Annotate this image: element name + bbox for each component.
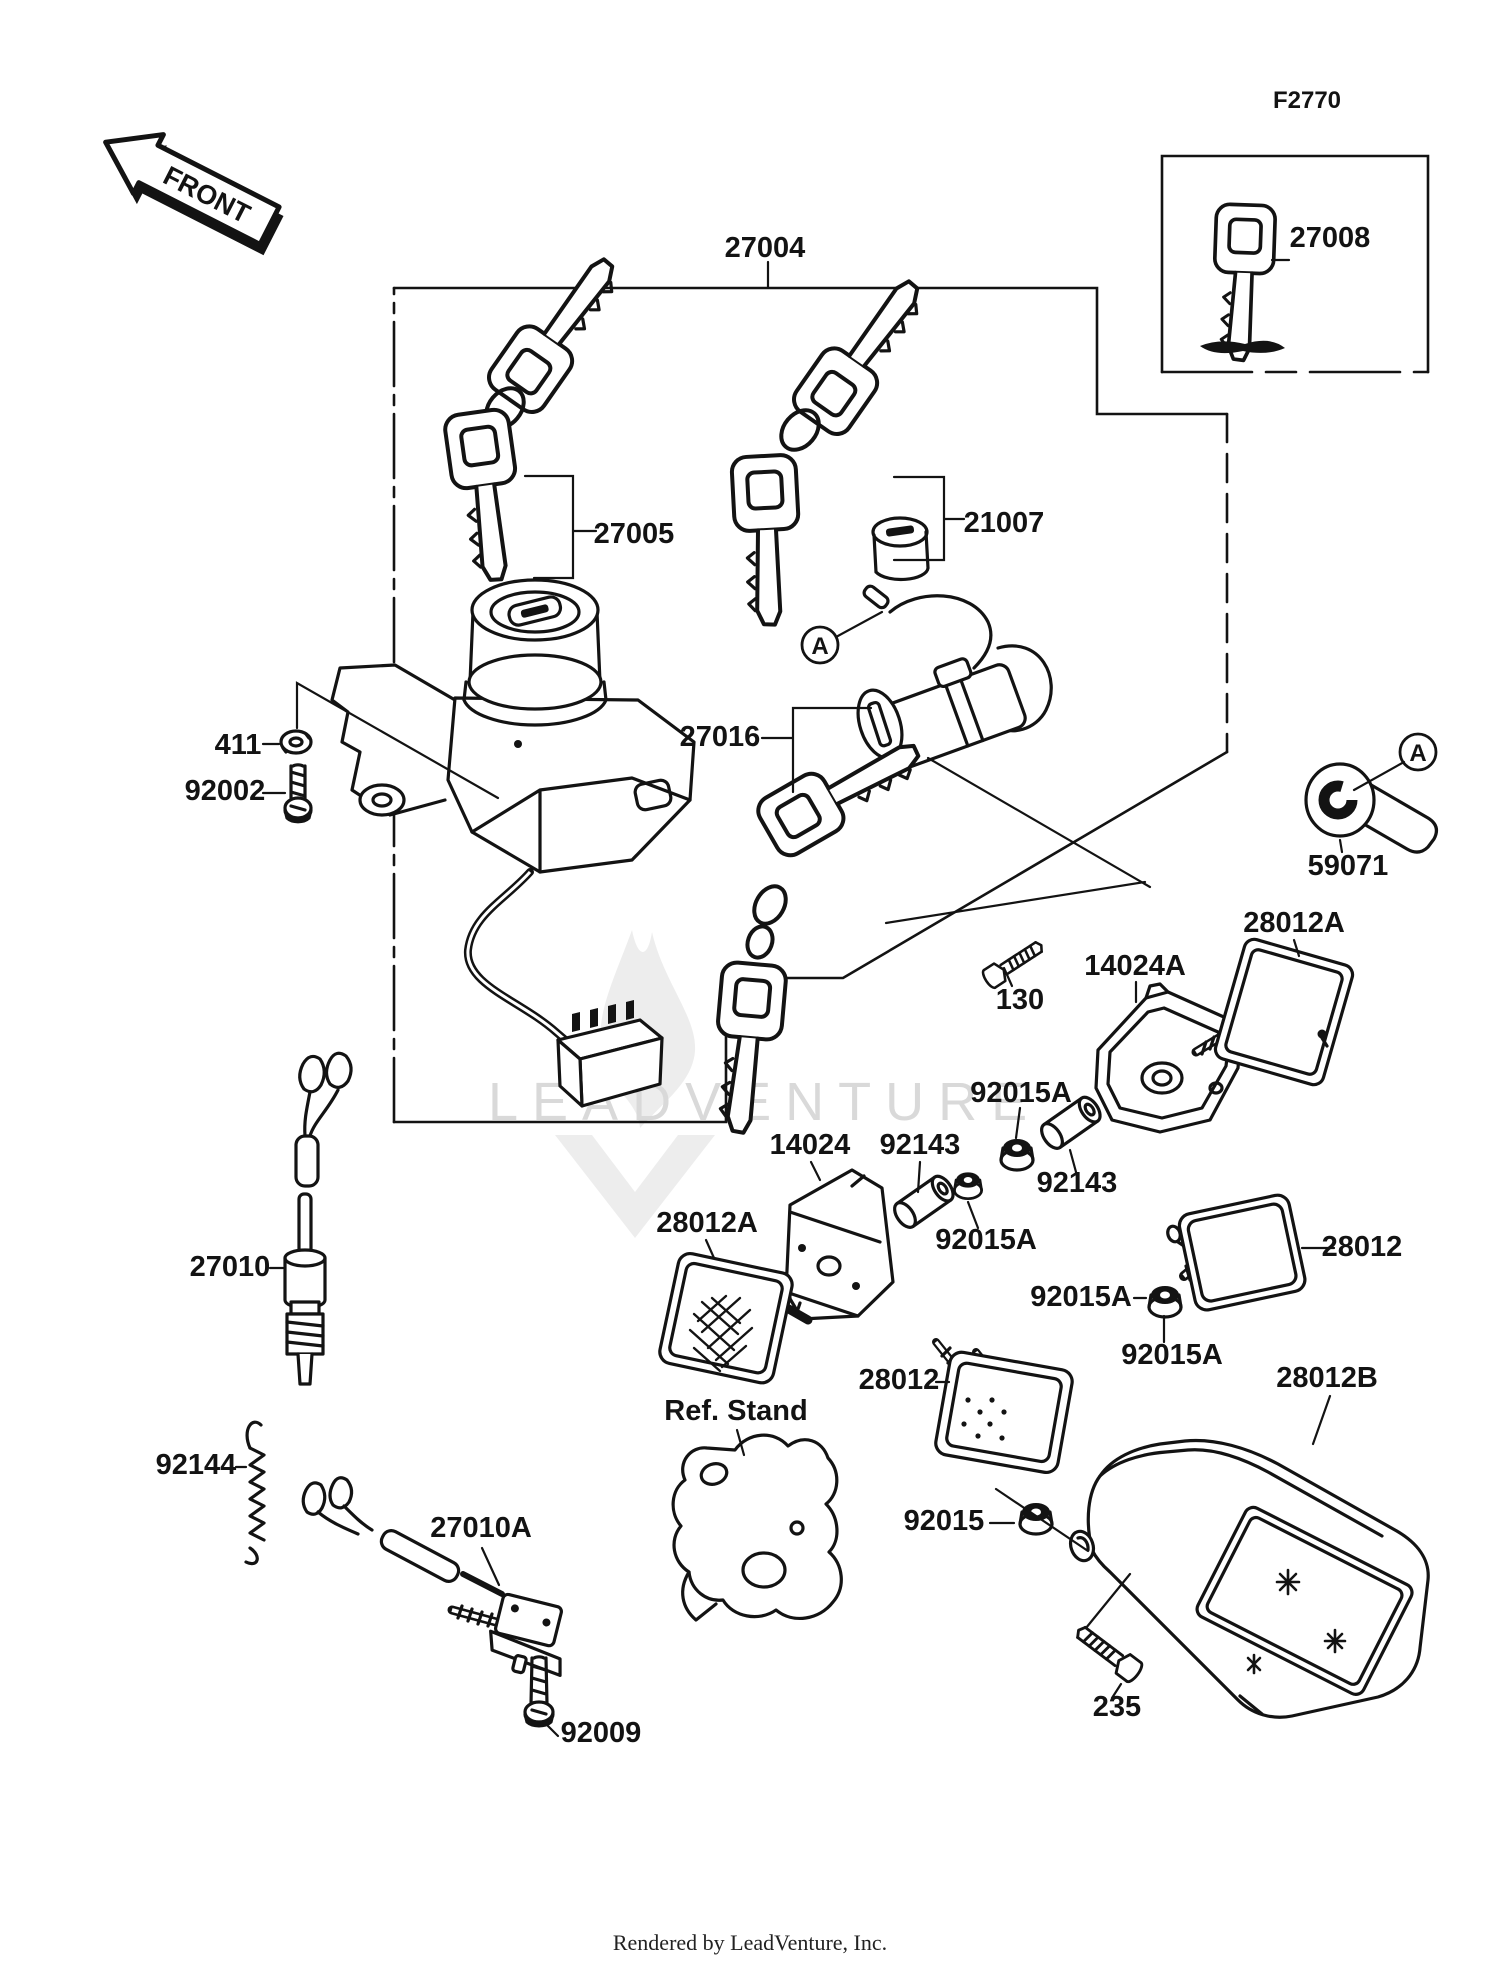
part-label-27010a: 27010A — [430, 1512, 532, 1544]
reflector-28012-right — [1166, 1193, 1307, 1312]
part-label-59071: 59071 — [1308, 850, 1389, 882]
ignition-switch-27005 — [330, 578, 696, 1108]
marker-a-left: A — [800, 625, 840, 665]
part-label-28012b: 28012B — [1276, 1362, 1378, 1394]
bolt-130 — [979, 935, 1049, 991]
switch-27010 — [283, 1051, 353, 1386]
reflector-28012a-right — [1191, 937, 1355, 1087]
spacer-92143-left — [888, 1170, 959, 1233]
ref-stand-bracket — [671, 1433, 843, 1622]
part-label-235: 235 — [1093, 1691, 1141, 1723]
ignition-key-set — [441, 240, 635, 587]
lock-cap-21007 — [871, 516, 930, 582]
nut-92015a-3 — [1147, 1284, 1183, 1319]
part-label-14024a: 14024A — [1084, 950, 1186, 982]
key-box-27008-outline — [1160, 154, 1430, 374]
part-label-92015a-4: 92015A — [1121, 1339, 1223, 1371]
bracket-14024 — [784, 1168, 895, 1321]
part-label-21007: 21007 — [964, 507, 1045, 539]
part-label-92143-right: 92143 — [1037, 1167, 1118, 1199]
nut-92015a-2 — [953, 1170, 983, 1201]
helmet-lock-key-set — [731, 262, 940, 627]
part-label-92015: 92015 — [904, 1505, 985, 1537]
key-blank-27008 — [1200, 202, 1285, 364]
spring-92144 — [244, 1420, 266, 1566]
reflector-28012-middle — [932, 1338, 1074, 1475]
part-label-92002: 92002 — [185, 775, 266, 807]
part-label-27016: 27016 — [680, 721, 761, 753]
svg-text:A: A — [811, 633, 828, 660]
part-label-28012a-right: 28012A — [1243, 907, 1345, 939]
reflector-28012a-left — [658, 1252, 813, 1385]
washer-411 — [279, 729, 313, 755]
part-label-28012-mid: 28012 — [859, 1364, 940, 1396]
part-label-92009: 92009 — [561, 1717, 642, 1749]
part-label-411: 411 — [215, 729, 262, 761]
switch-27010a — [301, 1476, 563, 1677]
part-label-27010: 27010 — [190, 1251, 271, 1283]
part-labels: 27004 27008 27005 21007 27016 411 92002 … — [156, 222, 1403, 1749]
part-label-ref-stand: Ref. Stand — [664, 1395, 807, 1427]
part-label-14024: 14024 — [770, 1129, 851, 1161]
bracket-14024a — [1094, 982, 1242, 1134]
leader-lines — [234, 258, 1406, 1738]
spare-key-set — [706, 718, 934, 1138]
screw-92009 — [523, 1655, 555, 1728]
part-label-92143-left: 92143 — [880, 1129, 961, 1161]
part-label-92015a-2: 92015A — [935, 1224, 1037, 1256]
front-arrow: FRONT — [103, 132, 284, 256]
screw-92002 — [283, 763, 313, 824]
part-label-92144: 92144 — [156, 1449, 237, 1481]
bolt-235 — [1070, 1619, 1146, 1686]
part-label-92015a-1: 92015A — [970, 1077, 1072, 1109]
marker-a-right: A — [1398, 732, 1438, 772]
part-label-92015a-3: 92015A — [1030, 1281, 1132, 1313]
key-code-stamp — [1200, 340, 1285, 354]
footer-credit: Rendered by LeadVenture, Inc. — [613, 1930, 887, 1955]
part-label-28012a-left: 28012A — [656, 1207, 758, 1239]
part-label-27008: 27008 — [1290, 222, 1371, 254]
svg-text:A: A — [1409, 740, 1426, 767]
part-label-27005: 27005 — [594, 518, 675, 550]
part-label-130: 130 — [996, 984, 1044, 1016]
wiring-connector — [556, 1000, 664, 1108]
part-label-28012-right: 28012 — [1322, 1231, 1403, 1263]
nut-92015a-1 — [999, 1137, 1035, 1172]
mud-flap-28012b — [1068, 1438, 1430, 1719]
lock-cover-59071 — [1304, 762, 1439, 854]
reflector-sparkles — [1246, 1568, 1347, 1675]
sheet-code: F2770 — [1273, 87, 1341, 114]
part-label-27004: 27004 — [725, 232, 806, 264]
